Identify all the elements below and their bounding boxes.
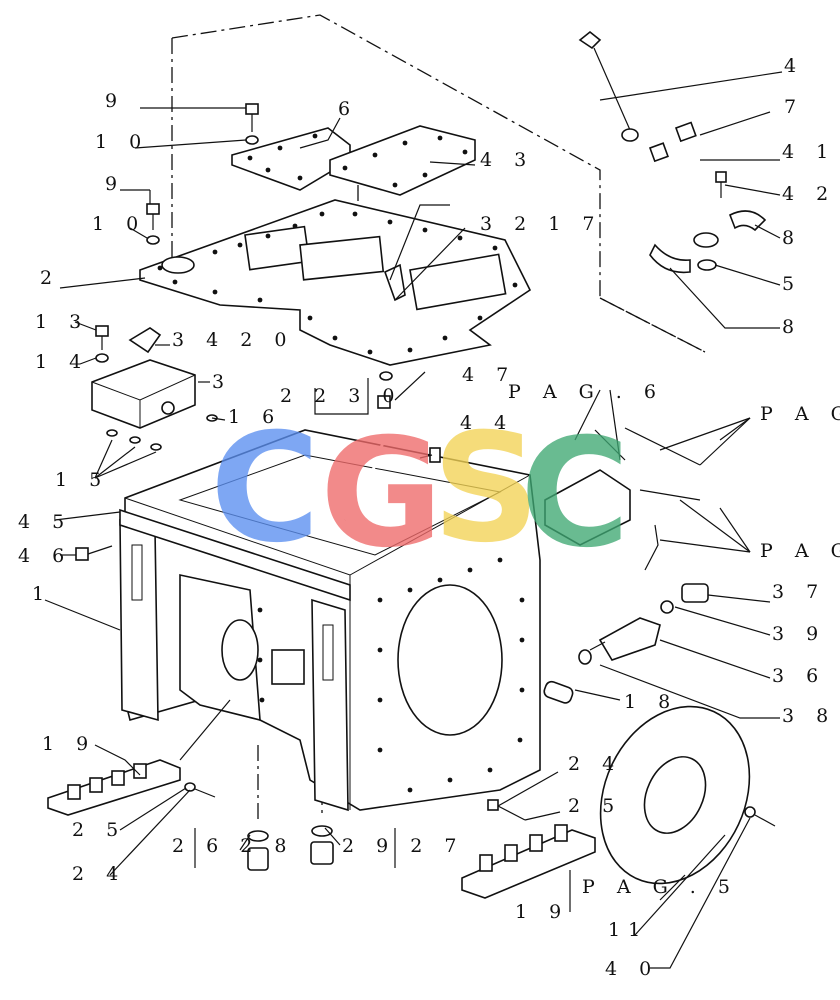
callout-24-left: 2 4 — [72, 863, 126, 885]
callout-3420: 3 4 2 0 — [172, 329, 294, 351]
callout-43: 4 3 — [480, 149, 534, 171]
housing-side-bore — [397, 584, 503, 736]
bolt-46 — [75, 545, 113, 561]
plug-2927 — [310, 825, 334, 865]
callout-pag6: P A G . 6 — [508, 381, 664, 403]
callout-pag-a: P A G . — [760, 403, 840, 425]
callout-2628: 2 6 2 8 — [172, 835, 294, 857]
callout-16: 1 6 — [228, 406, 282, 428]
callout-19-right: 1 9 — [515, 901, 569, 923]
callout-25-left: 2 5 — [72, 819, 126, 841]
callout-44: 4 4 — [460, 412, 514, 434]
callout-25-right: 2 5 — [568, 795, 622, 817]
valve-assembly — [544, 427, 701, 571]
plug-37 — [681, 583, 709, 603]
callout-18: 1 8 — [624, 691, 678, 713]
callout-36: 3 6 — [772, 665, 826, 687]
bolt-9-lower — [146, 203, 160, 230]
washer-14 — [95, 353, 109, 363]
plug-2628 — [247, 830, 269, 871]
callout-3: 3 — [212, 371, 232, 393]
callout-15: 1 5 — [55, 469, 109, 491]
guide-19-left — [47, 759, 181, 816]
callout-10-upper: 1 0 — [95, 131, 149, 153]
disc-plate-11 — [599, 705, 751, 885]
pin-18 — [543, 680, 574, 704]
callout-9-upper: 9 — [105, 90, 125, 112]
seal-5 — [697, 259, 717, 271]
bolt-40 — [744, 806, 776, 827]
oil-pipe-47 — [344, 395, 391, 522]
callout-2230: 2 2 3 0 — [280, 385, 402, 407]
clamp-8-lower — [649, 243, 691, 274]
o-ring-39 — [660, 600, 674, 614]
top-cover-plate — [139, 199, 532, 366]
callout-8-upper: 8 — [782, 227, 802, 249]
callout-4: 4 — [784, 55, 804, 77]
callout-pag5: P A G . 5 — [582, 876, 738, 898]
callout-39: 3 9 — [772, 623, 826, 645]
bolt-13 — [95, 325, 109, 350]
callout-42: 4 2 — [782, 183, 836, 205]
watermark-letter-c1: C — [210, 402, 320, 576]
pins-15 — [106, 429, 162, 451]
housing-right-flange — [311, 598, 349, 812]
housing-holes — [257, 557, 525, 793]
callout-2: 2 — [40, 267, 60, 289]
callout-37: 3 7 — [772, 581, 826, 603]
bolt-24-left — [184, 782, 216, 798]
callout-41: 4 1 — [782, 141, 836, 163]
callout-10-lower: 1 0 — [92, 213, 146, 235]
callout-6: 6 — [338, 98, 358, 120]
dipstick-tube-41 — [621, 128, 719, 248]
bolt-42 — [715, 171, 727, 198]
callout-45: 4 5 — [18, 511, 72, 533]
guide-19-right — [461, 824, 596, 899]
callout-24-right: 2 4 — [568, 753, 622, 775]
dipstick-4 — [578, 30, 631, 131]
housing-boss — [271, 649, 305, 685]
callout-46: 4 6 — [18, 545, 72, 567]
callout-11: 11 — [608, 919, 648, 941]
callout-pag-b: P A G . — [760, 540, 840, 562]
callout-5: 5 — [782, 273, 802, 295]
watermark-letter-g: G — [320, 407, 443, 581]
watermark-letter-c2: C — [520, 407, 630, 581]
leader-lines — [44, 71, 783, 969]
callout-14: 1 4 — [35, 351, 89, 373]
watermark-logo: C G S C — [210, 402, 630, 581]
washer-2230 — [379, 371, 393, 381]
washer-10-lower — [146, 235, 160, 245]
callout-1: 1 — [32, 583, 52, 605]
callout-2927: 2 9 2 7 — [342, 835, 464, 857]
elbow-fitting-3420 — [128, 327, 162, 354]
housing-left-flange — [119, 518, 159, 722]
washer-10-upper — [245, 135, 259, 145]
callout-38: 3 8 — [782, 705, 836, 727]
cover-43 — [329, 125, 476, 196]
callout-labels: 9 1 0 9 1 0 2 6 4 3 3 2 1 7 1 3 1 4 3 4 … — [18, 55, 840, 980]
callout-13: 1 3 — [35, 311, 89, 333]
main-housing — [119, 429, 541, 812]
circlip-38 — [578, 649, 592, 665]
callout-47: 4 7 — [462, 364, 516, 386]
shaft-36 — [589, 617, 661, 661]
callout-3217: 3 2 1 7 — [480, 213, 602, 235]
plug-7 — [674, 121, 697, 143]
callout-19-left: 1 9 — [42, 733, 96, 755]
watermark-letter-s: S — [432, 402, 540, 576]
valve-block-3 — [91, 359, 196, 429]
rail-45 — [119, 508, 351, 602]
callout-8-lower: 8 — [782, 316, 802, 338]
callout-7: 7 — [784, 96, 804, 118]
bolt-9-upper — [245, 103, 259, 132]
bolt-24-right — [487, 799, 526, 821]
callout-40: 4 0 — [605, 958, 659, 980]
callout-9-lower: 9 — [105, 173, 125, 195]
clip — [648, 142, 669, 163]
